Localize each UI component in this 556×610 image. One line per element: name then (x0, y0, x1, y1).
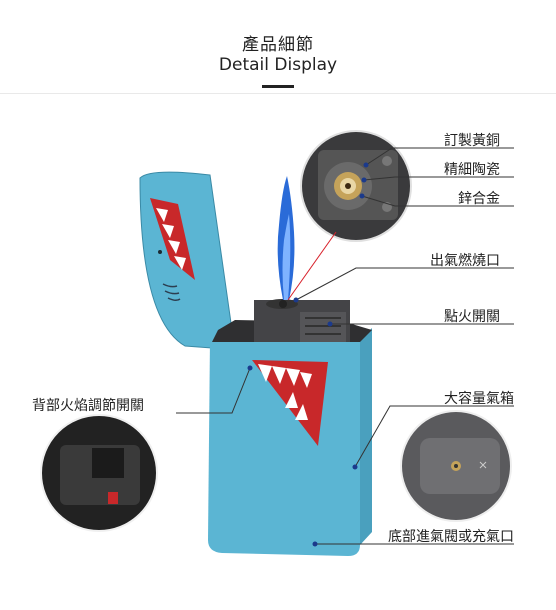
callout-refill: 底部進氣閥或充氣口 (388, 529, 514, 545)
lighter-lid (139, 171, 233, 349)
zoom-refill-view (400, 410, 512, 522)
callout-outlet: 出氣燃燒口 (430, 253, 500, 269)
callout-tank: 大容量氣箱 (444, 391, 514, 407)
page-title-cn: 產品細節 (242, 35, 314, 55)
zoom-flame-adjust-view (40, 414, 158, 532)
lighter-body (208, 328, 372, 556)
callout-brass: 訂製黃銅 (444, 133, 500, 149)
title-underline (262, 85, 294, 88)
header-divider (0, 93, 556, 94)
callout-ceramic: 精細陶瓷 (444, 162, 500, 178)
page-title-en: Detail Display (218, 55, 338, 75)
zoom-outlet-view (300, 130, 412, 242)
callout-zinc: 鋅合金 (458, 191, 500, 207)
callout-ignition: 點火開關 (444, 309, 500, 325)
lighter-head (212, 299, 372, 342)
callout-flame-adjust: 背部火焰調節開關 (32, 398, 144, 414)
